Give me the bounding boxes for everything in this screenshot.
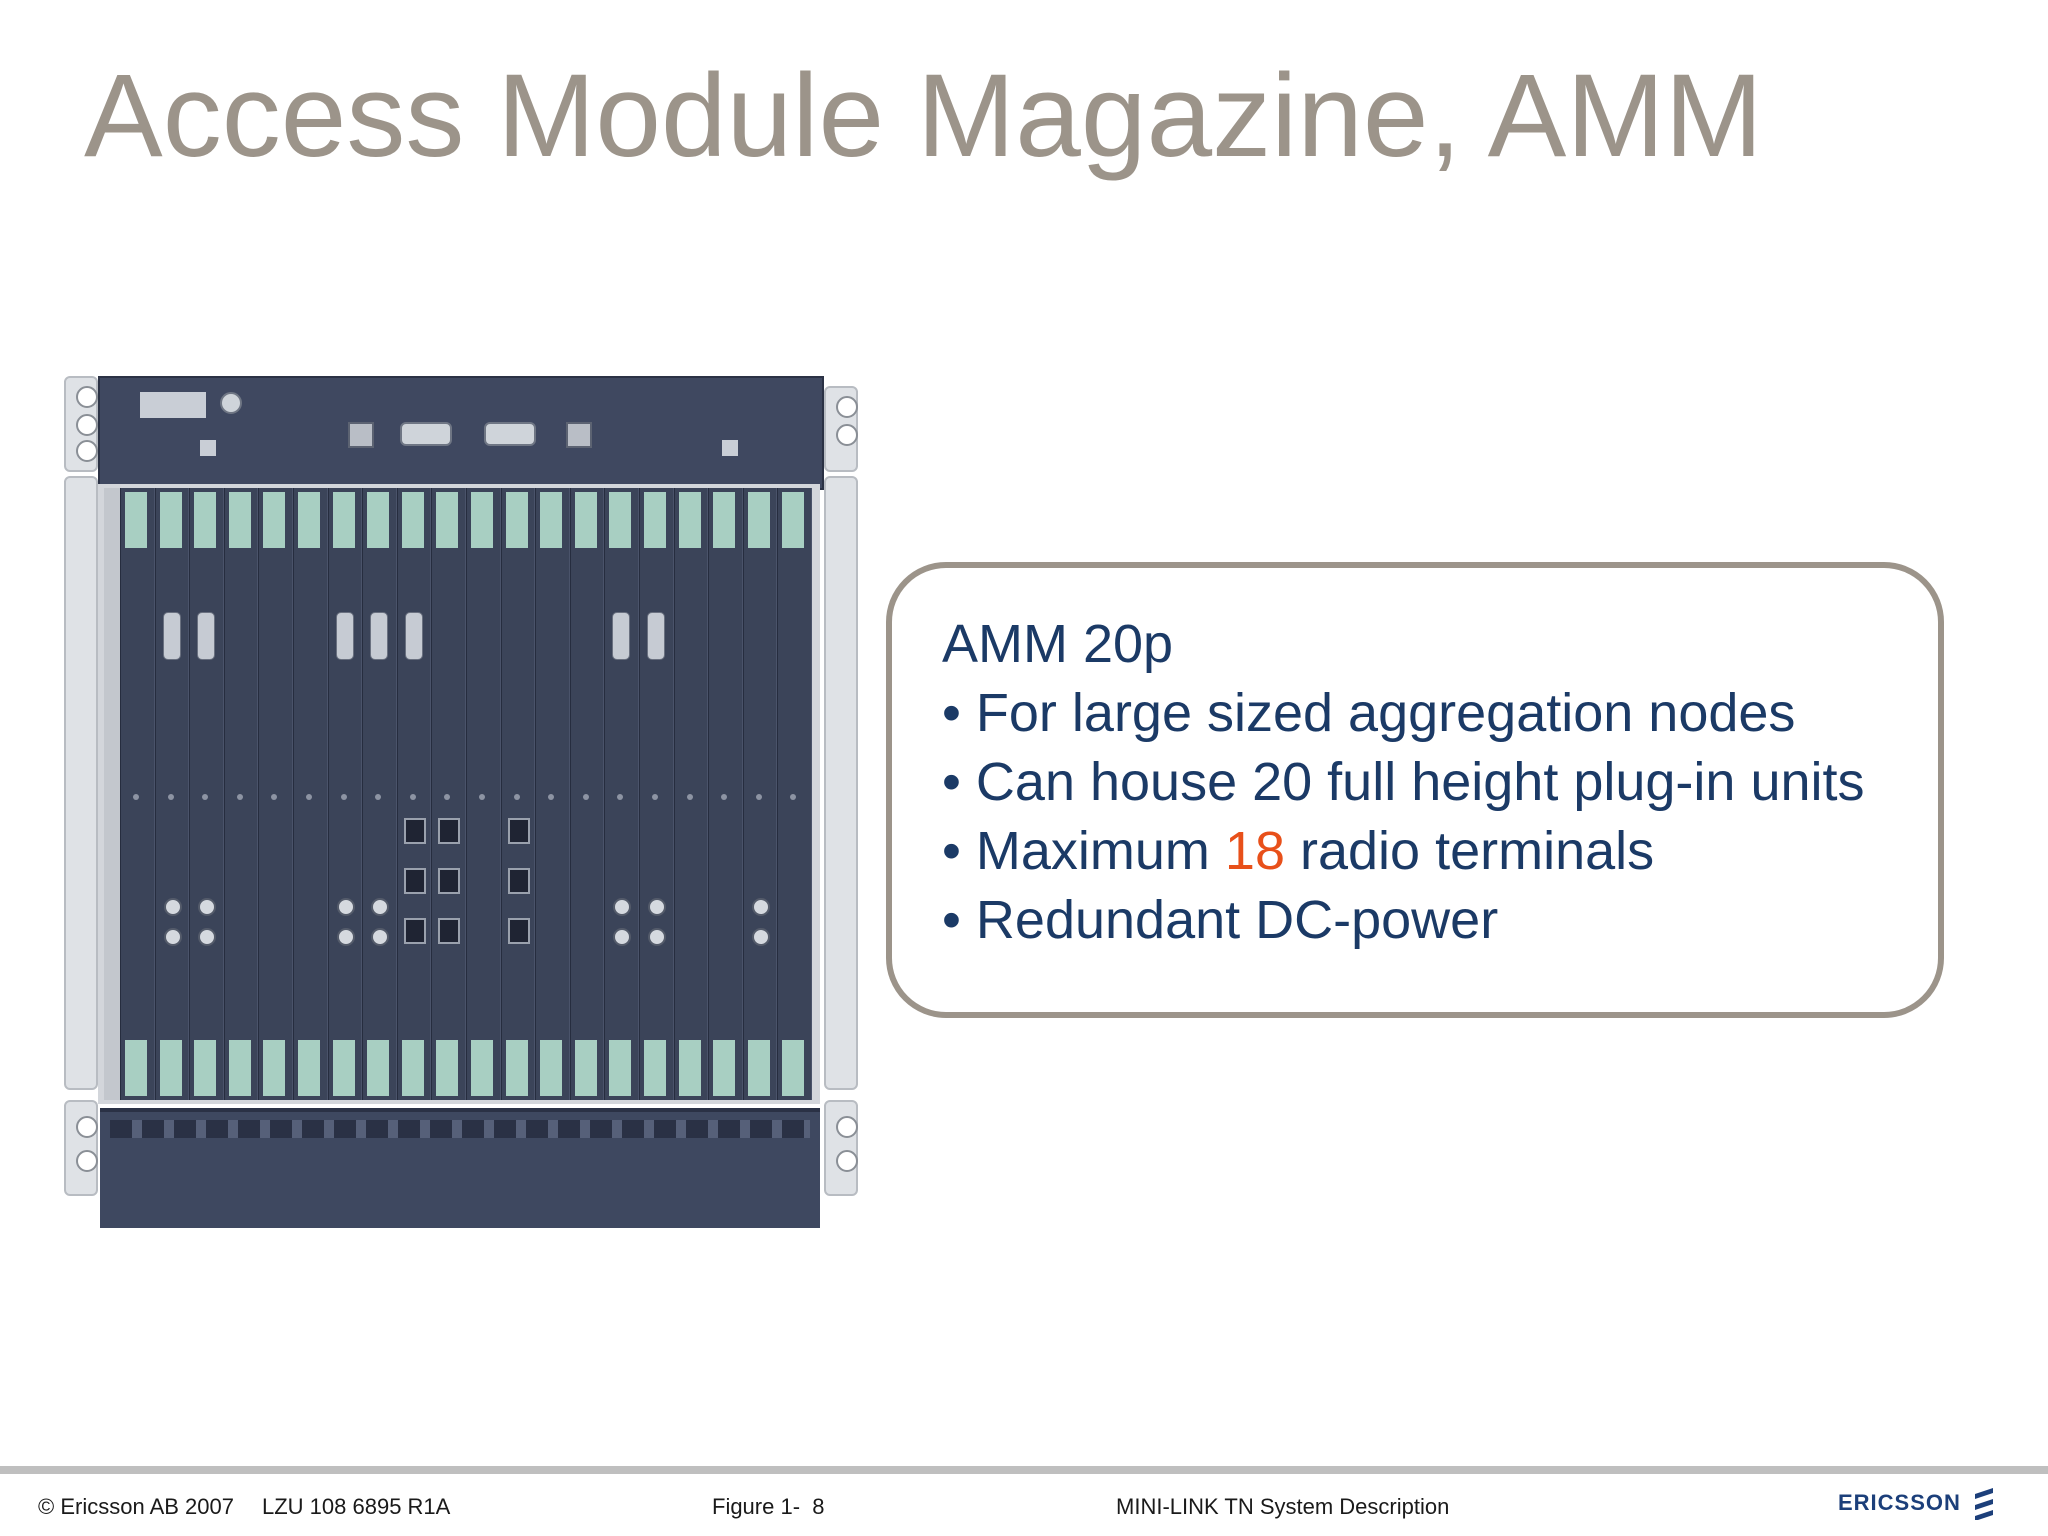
left-lower-ear [64, 1100, 98, 1196]
footer-copyright: © Ericsson AB 2007 [38, 1494, 234, 1519]
right-side-plate [824, 476, 858, 1090]
bullet-4: • Redundant DC-power [942, 890, 1499, 950]
slide-title: Access Module Magazine, AMM [84, 50, 1763, 182]
plug-in-slot [742, 488, 778, 1100]
footer-figure: Figure 1- 8 [712, 1494, 825, 1519]
plug-in-slot [362, 488, 397, 1100]
right-mounting-ear [824, 386, 858, 472]
logo-wordmark: ERICSSON [1838, 1490, 1961, 1515]
plug-in-slot [569, 488, 605, 1100]
ericsson-mark-icon [1974, 1488, 1993, 1520]
footer-doc-title: MINI-LINK TN System Description [1116, 1494, 1450, 1519]
footer-doc-id: LZU 108 6895 R1A [262, 1494, 451, 1519]
highlight-number: 18 [1224, 821, 1285, 881]
ericsson-logo: ERICSSON [1838, 1486, 1997, 1520]
plug-in-slot [154, 488, 190, 1100]
plug-in-slot [604, 488, 639, 1100]
info-box: AMM 20p • For large sized aggregation no… [886, 562, 1944, 1018]
bullet-2: • Can house 20 full height plug-in units [942, 752, 1865, 812]
amm-magazine-image [60, 372, 860, 1228]
fan-unit [98, 376, 824, 490]
plug-in-slot [120, 488, 155, 1100]
plug-in-slot [673, 488, 709, 1100]
plug-in-slot [639, 488, 674, 1100]
plug-in-slot [500, 488, 536, 1100]
plug-in-slot [396, 488, 432, 1100]
info-heading: AMM 20p [942, 614, 1174, 674]
plug-in-slot [293, 488, 328, 1100]
footer-rule [0, 1466, 2048, 1474]
plug-in-slot [431, 488, 466, 1100]
plug-in-slot [258, 488, 293, 1100]
plug-in-slots [120, 488, 812, 1100]
left-control-panel [104, 488, 122, 1100]
cable-tray [100, 1108, 820, 1228]
plug-in-slot [223, 488, 259, 1100]
right-lower-ear [824, 1100, 858, 1196]
plug-in-slot [327, 488, 363, 1100]
info-text: AMM 20p • For large sized aggregation no… [942, 610, 1865, 955]
left-mounting-ear [64, 376, 98, 472]
plug-in-slot [708, 488, 743, 1100]
bullet-1: • For large sized aggregation nodes [942, 683, 1796, 743]
plug-in-slot [189, 488, 224, 1100]
plug-in-slot [535, 488, 570, 1100]
left-side-plate [64, 476, 98, 1090]
plug-in-slot [466, 488, 501, 1100]
bullet-3: • Maximum 18 radio terminals [942, 821, 1655, 881]
plug-in-slot [777, 488, 812, 1100]
